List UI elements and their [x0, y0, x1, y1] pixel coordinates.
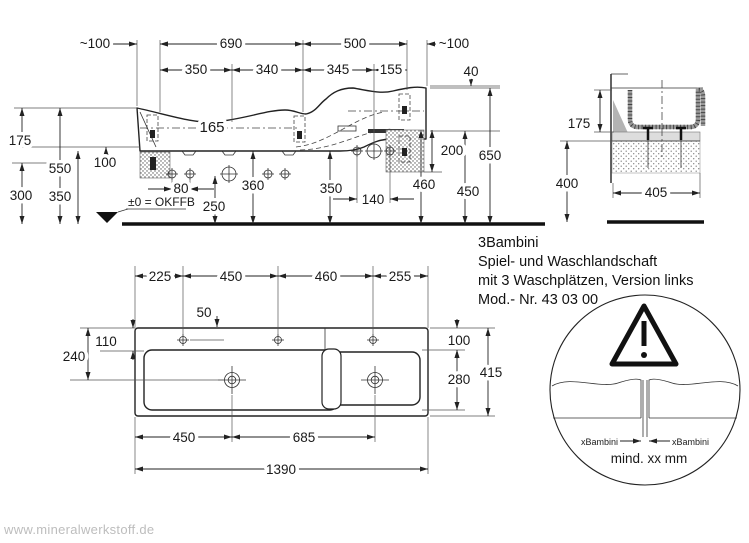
dim-label: 400: [556, 176, 579, 191]
front-outline: [136, 86, 427, 156]
dim-label: 40: [463, 64, 478, 79]
basin-joint-profiles: [551, 378, 739, 437]
dim-label: 450: [220, 269, 243, 284]
dim-label: 155: [380, 62, 403, 77]
dim-label: 415: [480, 365, 503, 380]
dim-label: 350: [320, 181, 343, 196]
dim-label: 280: [448, 372, 471, 387]
dim-label: 250: [203, 199, 226, 214]
dim-label: 50: [196, 305, 211, 320]
drain-holes: [218, 366, 389, 394]
connection-symbol: [166, 168, 178, 180]
dim-label: 175: [9, 133, 32, 148]
dim-label: ~100: [80, 36, 110, 51]
plan-structure: [134, 327, 429, 417]
plan-dimension-labels: 225 450 460 255 50 110 240 100 280 415 4…: [59, 266, 506, 481]
connection-symbol: [384, 145, 396, 157]
dim-label: 100: [448, 333, 471, 348]
side-section-view: 175 400 405: [552, 73, 706, 224]
dim-label: 140: [362, 192, 385, 207]
dim-label: 685: [293, 430, 316, 445]
dim-label: 450: [173, 430, 196, 445]
front-elevation-view: ±0 = OKFFB: [5, 33, 545, 226]
dim-label: 350: [185, 62, 208, 77]
side-dimension-lines: [564, 90, 700, 222]
front-dimension-lines: [19, 41, 493, 224]
dim-label: 550: [49, 161, 72, 176]
plan-dimension-lines: [85, 273, 491, 472]
connection-symbol: [351, 145, 363, 157]
min-gap-caption: mind. xx mm: [611, 451, 688, 466]
faucet-holes: [177, 334, 379, 346]
pipe-connections: [166, 142, 396, 183]
joint-gap-callout: xBambini xBambini mind. xx mm: [581, 437, 709, 466]
dim-label: 340: [256, 62, 279, 77]
front-dimension-labels: ~100 690 500 ~100 350 340 345 155 40 165…: [5, 33, 505, 218]
dim-label: 460: [315, 269, 338, 284]
dim-label: ~100: [439, 36, 469, 51]
datum-symbol: ±0 = OKFFB: [96, 195, 195, 223]
front-extension-lines: [12, 40, 500, 203]
connection-symbol: [279, 168, 291, 180]
connection-symbol: [184, 168, 196, 180]
dim-label: 80: [173, 181, 188, 196]
datum-label: ±0 = OKFFB: [128, 195, 195, 209]
warning-triangle-icon: [609, 303, 679, 367]
detail-circle: xBambini xBambini mind. xx mm: [549, 294, 741, 486]
plan-extension-lines: [70, 266, 495, 474]
dim-label: 110: [95, 334, 117, 349]
wall-anchor-hatch: [139, 129, 425, 179]
dim-label: 360: [242, 178, 265, 193]
dim-label: 500: [344, 36, 367, 51]
dim-label: 345: [327, 62, 350, 77]
dim-label: 255: [389, 269, 412, 284]
dim-label: 240: [63, 349, 86, 364]
side-structure: [610, 73, 706, 183]
product-name: 3Bambini: [478, 235, 539, 251]
mounting-brackets: [146, 93, 411, 163]
plan-view: 225 450 460 255 50 110 240 100 280 415 4…: [59, 266, 506, 481]
dim-label: 200: [441, 143, 464, 158]
joint-label-right: xBambini: [672, 437, 709, 447]
dim-label: 1390: [266, 462, 296, 477]
dim-label: 165: [199, 119, 224, 136]
connection-symbol: [220, 165, 238, 183]
connection-symbol: [262, 168, 274, 180]
dim-label: 405: [645, 185, 668, 200]
product-desc-1: Spiel- und Waschlandschaft: [478, 254, 658, 270]
dim-label: 100: [94, 155, 117, 170]
watermark: www.mineralwerkstoff.de: [4, 522, 155, 537]
dim-label: 450: [457, 184, 480, 199]
product-info: 3Bambini Spiel- und Waschlandschaft mit …: [478, 234, 693, 310]
wall-bracket-wedge: [613, 100, 628, 133]
side-dimension-labels: 175 400 405: [552, 113, 671, 204]
dim-label: 650: [479, 148, 502, 163]
dim-label: 350: [49, 189, 72, 204]
dim-label: 175: [568, 116, 591, 131]
joint-label-left: xBambini: [581, 437, 618, 447]
dim-label: 300: [10, 188, 33, 203]
model-number: Mod.- Nr. 43 03 00: [478, 292, 599, 308]
dim-label: 460: [413, 177, 436, 192]
product-desc-2: mit 3 Waschplätzen, Version links: [478, 273, 694, 289]
dim-label: 690: [220, 36, 243, 51]
dim-label: 225: [149, 269, 172, 284]
